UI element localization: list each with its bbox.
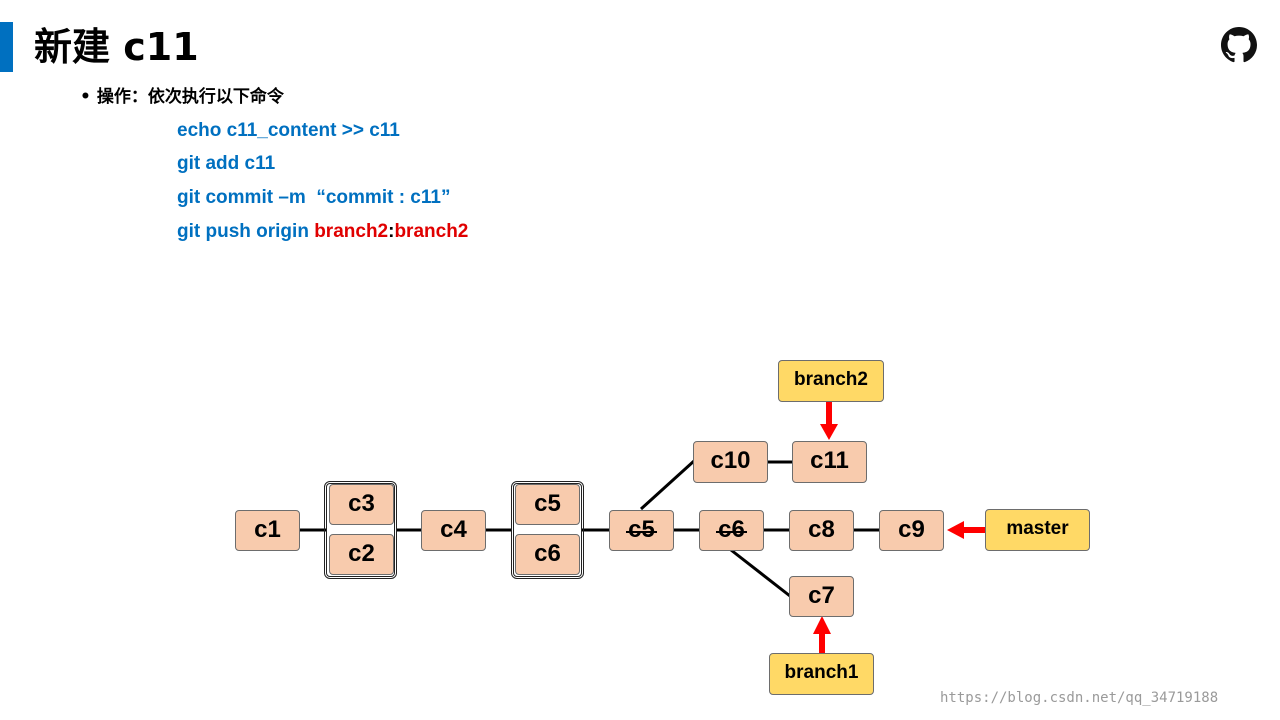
arrow-master-shaft	[962, 527, 987, 533]
push-source-branch: branch2	[314, 221, 389, 242]
instruction-text: 操作：依次执行以下命令	[96, 87, 284, 107]
commit-c7: c7	[789, 576, 854, 617]
commit-c6-original: c6	[515, 534, 580, 575]
github-icon	[1221, 27, 1257, 63]
branch-tag-branch1: branch1	[769, 653, 874, 695]
edge-c6-c7	[730, 548, 791, 598]
branch-tag-branch2: branch2	[778, 360, 884, 402]
source-watermark: https://blog.csdn.net/qq_34719188	[940, 690, 1219, 706]
arrow-branch2-head	[820, 424, 838, 440]
title-accent-bar	[0, 22, 13, 72]
commit-c9: c9	[879, 510, 944, 551]
arrow-branch1-head	[813, 616, 831, 634]
commit-c6-struck-label: c6	[716, 511, 747, 549]
command-git-add: git add c11	[177, 153, 276, 174]
commit-c5-struck-label: c5	[626, 511, 657, 549]
commit-c11: c11	[792, 441, 867, 483]
commit-c8: c8	[789, 510, 854, 551]
push-separator: :	[388, 221, 395, 242]
slide-title: 新建 c11	[34, 25, 199, 69]
commit-c2: c2	[329, 534, 394, 575]
commit-c6-struck: c6	[699, 510, 764, 551]
command-echo: echo c11_content >> c11	[177, 120, 400, 141]
command-git-push: git push origin branch2:branch2	[177, 220, 468, 244]
commit-c4: c4	[421, 510, 486, 551]
commit-c10: c10	[693, 441, 768, 483]
push-target-branch: branch2	[394, 221, 469, 242]
arrow-branch1-shaft	[819, 632, 825, 654]
instruction-bullet: •操作：依次执行以下命令	[80, 87, 284, 107]
command-git-push-prefix: git push origin	[177, 221, 315, 242]
commit-group-c5-c6	[511, 481, 584, 579]
commit-c5-struck: c5	[609, 510, 674, 551]
arrow-master-head	[947, 521, 964, 539]
edge-c5-c10	[639, 459, 696, 511]
arrow-branch2-shaft	[826, 402, 832, 426]
commit-c5-original: c5	[515, 484, 580, 525]
commit-c3: c3	[329, 484, 394, 525]
command-git-commit: git commit –m “commit : c11”	[177, 187, 451, 208]
commit-c1: c1	[235, 510, 300, 551]
commit-group-c3-c2	[324, 481, 397, 579]
branch-tag-master: master	[985, 509, 1090, 551]
